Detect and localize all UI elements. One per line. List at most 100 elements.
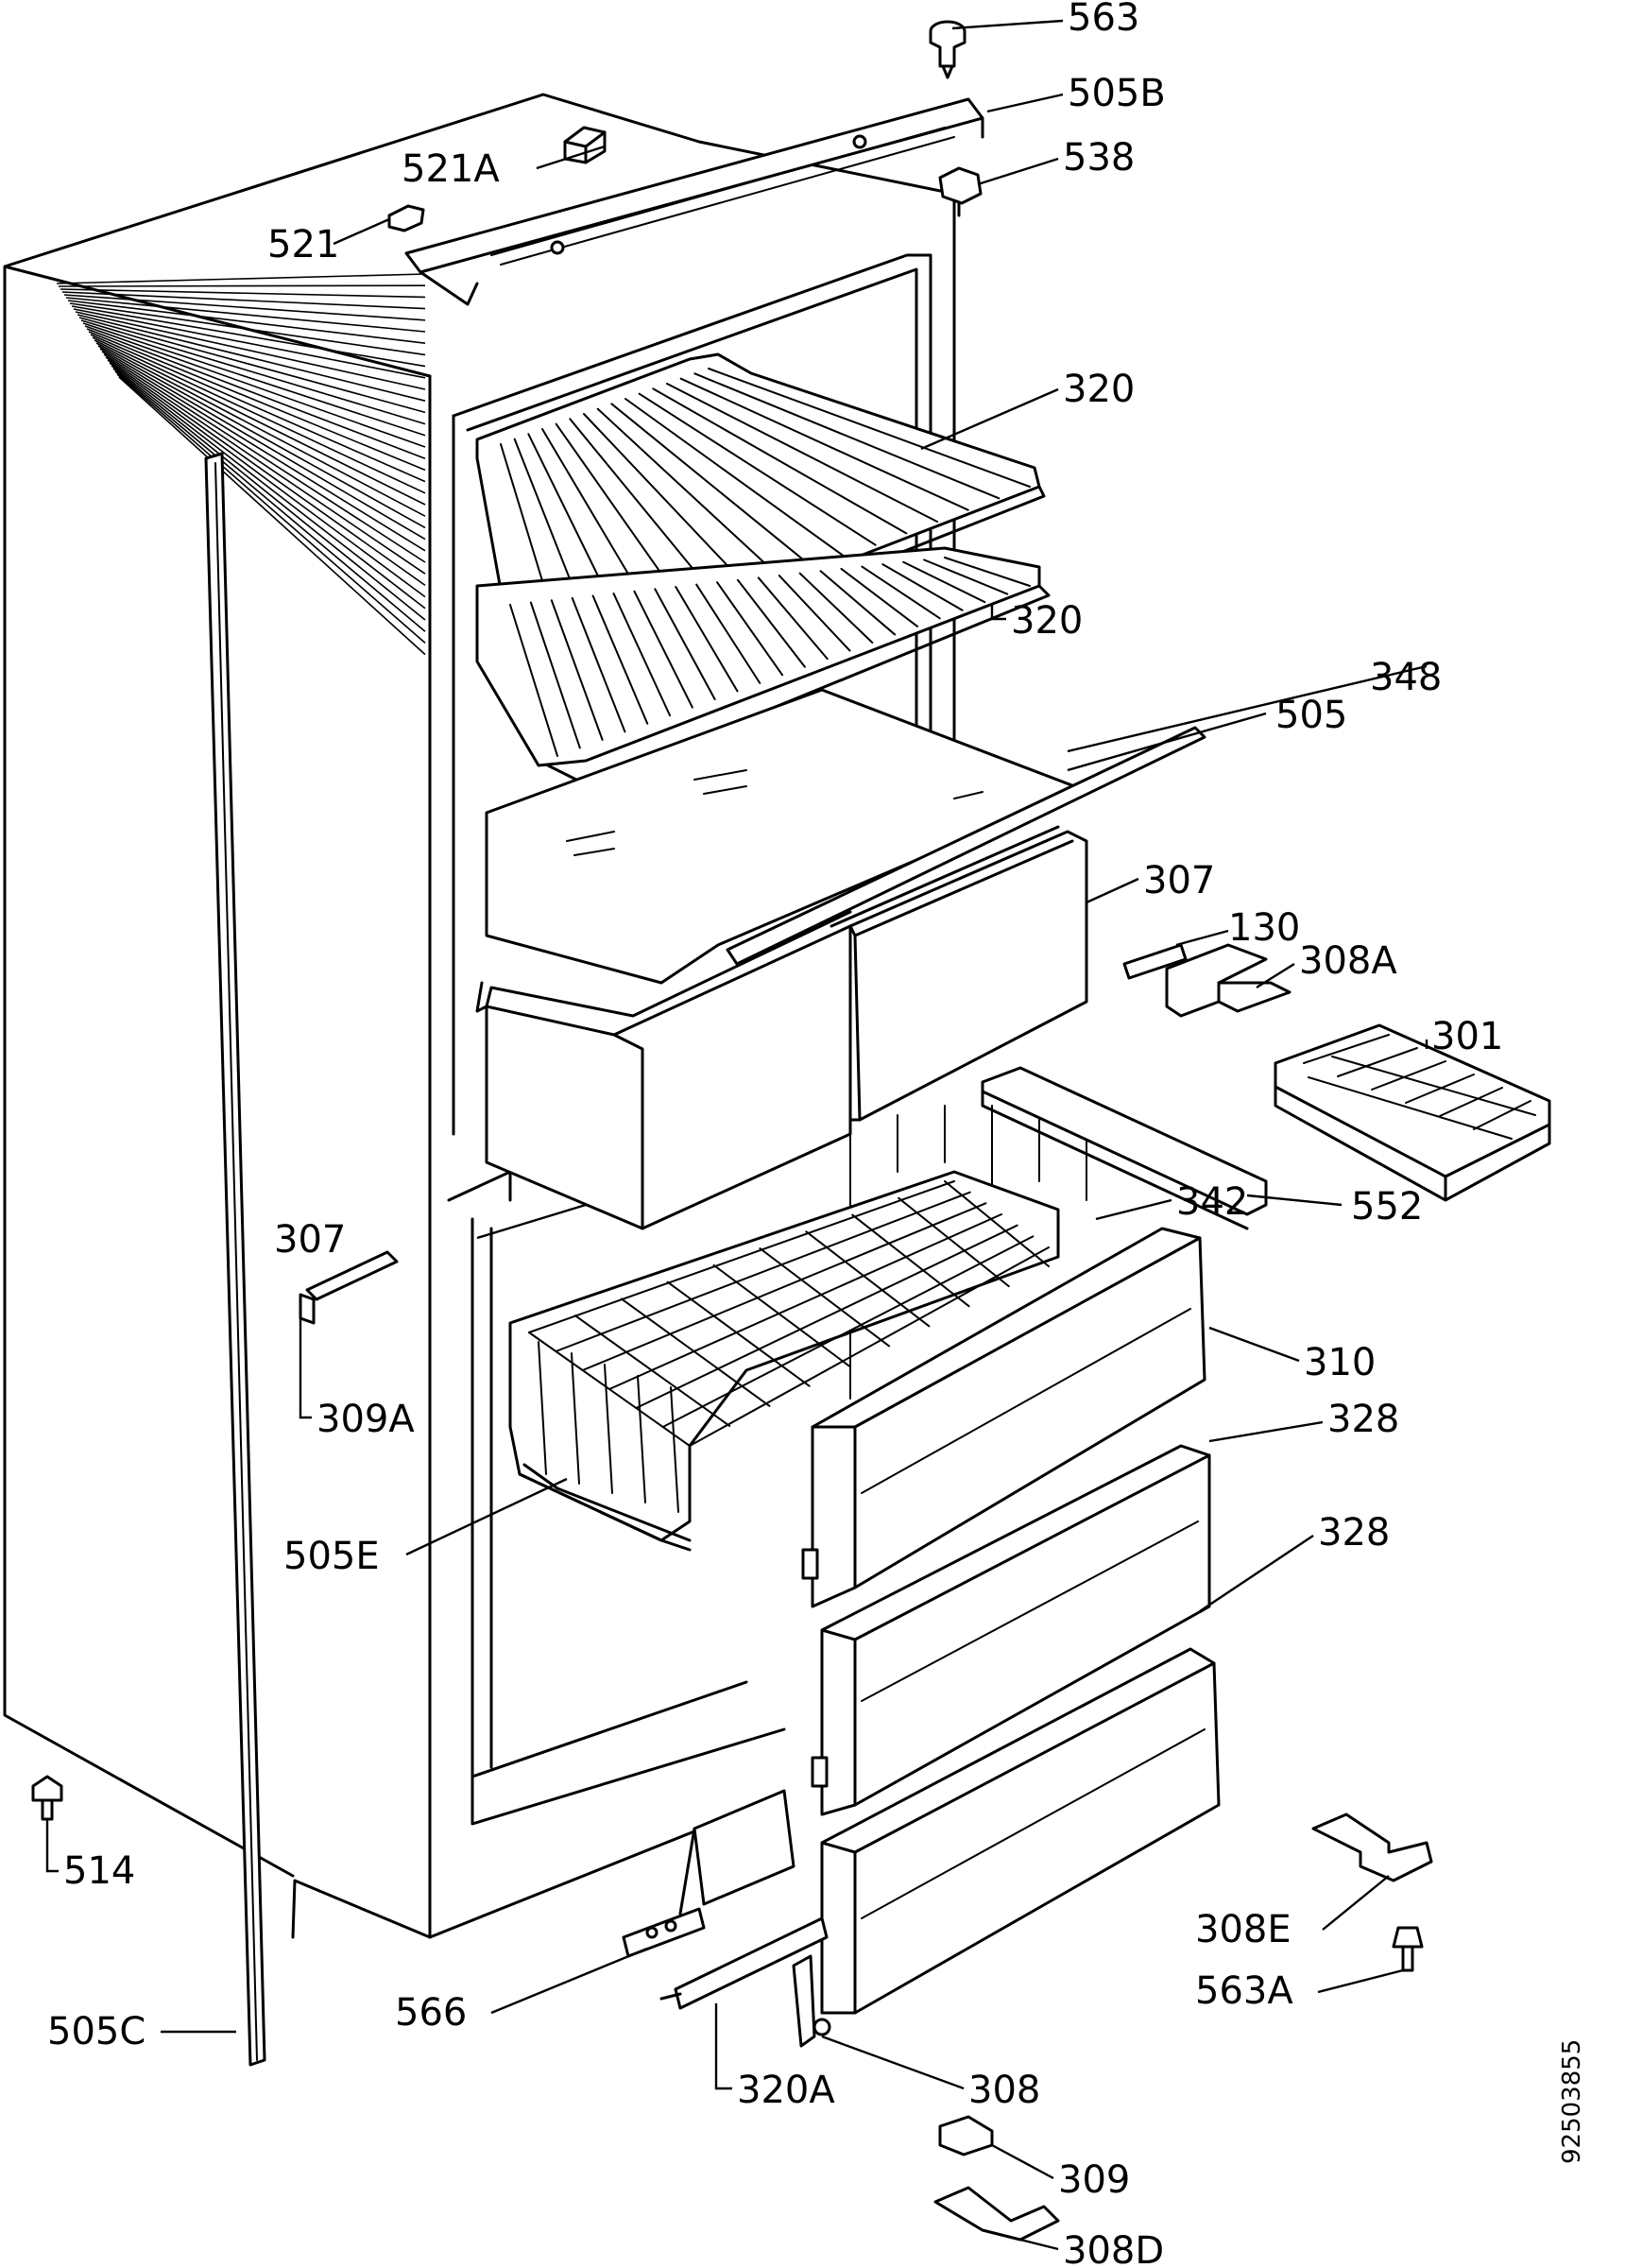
drawing-stroke [114,370,426,632]
drawing-stroke [819,570,897,636]
drawing-stroke [118,376,426,656]
drawing-stroke [107,359,426,587]
drawing-stroke [61,291,426,310]
drawing-stroke [610,403,815,570]
drawing-stroke [1439,1087,1503,1117]
drawing-stroke [103,353,426,563]
drawing-stroke [633,590,693,709]
top-cover-part [404,97,984,306]
drawing-stroke [670,1386,679,1513]
callout-label: 130 [1228,906,1300,950]
callout-label: 505B [1068,72,1166,115]
thermostat-handle-part [622,1789,795,1958]
drawing-stroke [99,348,426,541]
drawing-stroke [923,558,1009,595]
callout-label: 308A [1299,939,1397,983]
drawing-stroke [555,1191,971,1352]
callout-label: 566 [395,1991,467,2035]
drawing-stroke [88,331,426,472]
freezer-flap-middle [811,1444,1211,1816]
drawing-stroke [71,305,426,368]
drawing-stroke [92,336,426,494]
callout-label: 309 [1058,2158,1130,2202]
drawing-stroke [675,585,739,693]
drawing-stroke [73,308,426,379]
drawing-stroke [591,594,649,725]
callout-label: 320 [1011,599,1083,643]
drawing-stroke [716,581,784,677]
drawing-stroke [902,560,986,604]
lower-hinge-308E [1311,1813,1433,1882]
drawing-stroke [529,601,581,749]
drawing-stroke [708,368,1031,488]
drawing-stroke [1308,1076,1513,1140]
drawing-stroke [60,288,426,299]
door-gasket-strip [204,452,266,2067]
leader-lines [45,19,1428,2251]
callout-label: 514 [63,1849,135,1893]
drawing-stroke [736,578,806,668]
drawing-stroke [1405,1074,1475,1104]
drawing-stroke [101,351,426,552]
callout-label: 308E [1195,1908,1291,1951]
drawing-stroke [86,328,426,459]
drawing-stroke [1337,1047,1418,1077]
callout-label: 307 [274,1218,346,1262]
screw-563A [1392,1926,1424,1972]
cabinet-side-hatching [56,273,426,656]
callout-label: 328 [1327,1398,1399,1441]
cap-309 [938,2115,994,2156]
glass-shelf [485,688,1084,985]
callout-label: 307 [1143,859,1215,902]
drawing-stroke [571,1352,580,1485]
drawing-stroke [581,1202,987,1371]
callout-label: 342 [1176,1180,1248,1224]
drawing-stroke [1303,1034,1390,1064]
callout-label: 505E [283,1535,380,1578]
callout-label: 505 [1275,694,1347,737]
callout-label: 521 [267,223,339,266]
drawing-stroke [679,377,969,511]
drawing-stroke [583,413,753,593]
callout-label: 505C [47,2010,145,2053]
light-cover-rail [981,1066,1268,1230]
drawing-stroke [528,1180,955,1333]
lower-hinge-part [792,1954,831,2048]
drawing-stroke [63,294,426,321]
freezer-flap-top [801,1227,1206,1608]
callout-label: 552 [1351,1185,1423,1228]
callout-label: 309A [316,1398,415,1441]
drawing-stroke [94,339,426,506]
drawing-stroke [638,392,877,546]
callout-label: 563A [1195,1969,1293,2013]
drawing-stroke [861,565,941,620]
top-pin-part [929,20,966,79]
drawing-stroke [1371,1060,1446,1091]
drawing-stroke [67,300,426,344]
drawing-stroke [116,373,426,644]
drawing-stroke [56,273,426,284]
drawing-stroke [75,311,426,390]
drawing-stroke [65,297,426,333]
drawing-stroke [654,588,716,700]
hinge-plate-130 [1122,943,1188,980]
drawing-stroke [689,1246,1050,1447]
upper-shelf-wires [500,368,1031,662]
drawing-stroke [693,372,1001,500]
drawing-stroke [571,596,626,733]
freezer-flap-bottom [820,1647,1221,2015]
drawing-stroke [635,1224,1018,1409]
drawing-stroke [109,362,426,598]
drawing-stroke [798,572,874,644]
callout-label: 308 [968,2069,1040,2112]
drawing-stroke [82,322,426,437]
drawing-stroke [112,368,426,621]
lower-shelf-wires [509,557,1031,757]
drawing-stroke [944,557,1031,587]
callout-label: 310 [1304,1341,1376,1384]
drawing-stroke [1473,1100,1531,1130]
drawing-stroke [612,593,672,717]
basket-wire-grid [528,1180,1050,1513]
